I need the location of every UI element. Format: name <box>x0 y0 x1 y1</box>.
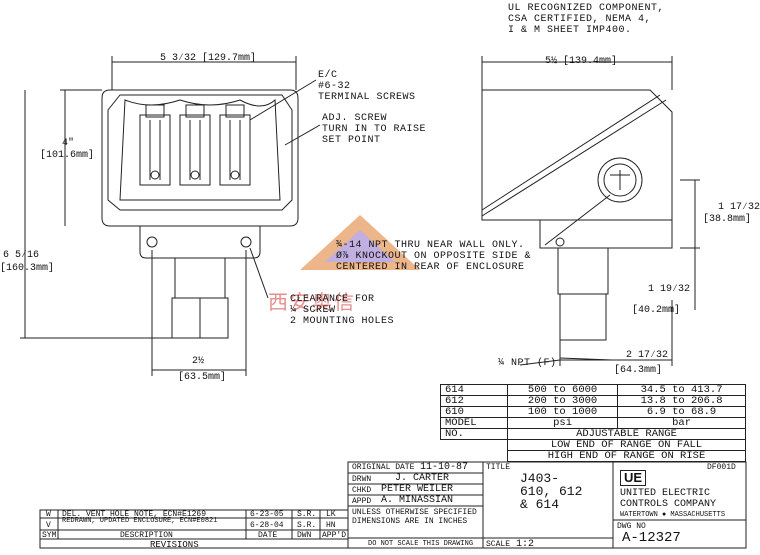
dim-hole-spacing: 2½ <box>192 356 205 367</box>
range-row: 614 500 to 6000 34.5 to 413.7 <box>440 384 746 396</box>
clearance-note-line: 2 MOUNTING HOLES <box>290 316 395 327</box>
adj-note-line: SET POINT <box>322 135 381 146</box>
ul-note: UL RECOGNIZED COMPONENT, CSA CERTIFIED, … <box>508 3 664 36</box>
npt-note: ¾-14 NPT THRU NEAR WALL ONLY. Ø⅞ KNOCKOU… <box>336 240 531 273</box>
clearance-note-line: CLEARANCE FOR <box>290 294 375 305</box>
terminal-note-line: #6-32 <box>318 81 351 92</box>
df-code: DF001D <box>707 463 736 472</box>
chkd-name: PETER WEILER <box>381 484 454 495</box>
npt-f-note: ¼ NPT (F) <box>498 358 557 369</box>
unless-note: UNLESS OTHERWISE SPECIFIED DIMENSIONS AR… <box>352 508 477 526</box>
rev-desc: DEL. VENT HOLE NOTE, ECN#E1269 <box>62 510 207 519</box>
company-line: CONTROLS COMPANY <box>620 499 717 510</box>
conduit-knockout <box>597 157 643 203</box>
rev-dwn: S.R. <box>297 521 317 530</box>
dim-side-h2-mm: [40.2mm] <box>632 305 681 316</box>
range-table: 614 500 to 6000 34.5 to 413.7 612 200 to… <box>440 384 746 462</box>
rev-sym: V <box>46 521 51 530</box>
no-scale-note: DO NOT SCALE THIS DRAWING <box>368 540 474 548</box>
ue-logo: UE <box>620 470 647 486</box>
watermark-text: 西安奥信 <box>268 290 356 314</box>
range-rise-label: HIGH END OF RANGE ON RISE <box>507 450 746 462</box>
appd-label: APPD <box>352 497 372 506</box>
watermark-logo <box>300 215 420 270</box>
company-city: WATERTOWN ● MASSACHUSETTS <box>620 511 726 519</box>
dim-side-h2: 1 19⁄32 <box>648 284 691 295</box>
chkd-label: CHKD <box>352 486 372 495</box>
rev-sym: W <box>46 510 51 519</box>
dim-side-w2-mm: [64.3mm] <box>614 365 663 376</box>
dim-hole-spacing-mm: [63.5mm] <box>178 372 227 383</box>
dwg-no-label: DWG NO <box>617 522 646 531</box>
dim-total-height-mm: [160.3mm] <box>0 263 55 274</box>
dim-side-h1-mm: [38.8mm] <box>703 214 752 225</box>
ul-note-line: CSA CERTIFIED, NEMA 4, <box>508 14 652 25</box>
dim-side-h1: 1 17⁄32 <box>718 202 760 213</box>
scale-label: SCALE <box>486 540 511 549</box>
unless-line: UNLESS OTHERWISE SPECIFIED <box>352 508 477 517</box>
terminal-note-line: TERMINAL SCREWS <box>318 92 416 103</box>
dim-front-height: 4" <box>62 138 75 149</box>
adj-screw-note: ADJ. SCREW TURN IN TO RAISE SET POINT <box>322 113 426 146</box>
npt-note-line: ¾-14 NPT THRU NEAR WALL ONLY. <box>336 240 525 251</box>
rev-dwn: S.R. <box>297 510 317 519</box>
revisions-title: REVISIONS <box>150 540 199 550</box>
dim-front-height-mm: [101.6mm] <box>40 150 95 161</box>
clearance-note: CLEARANCE FOR ¼ SCREW 2 MOUNTING HOLES <box>290 294 394 327</box>
rev-header-sym: SYM <box>42 531 57 540</box>
rev-desc: REDRAWN, UPDATED ENCLOSURE, ECN#E0821 <box>62 517 218 525</box>
ul-note-line: UL RECOGNIZED COMPONENT, <box>508 3 665 14</box>
rev-header-dwn: DWN <box>297 531 312 540</box>
clearance-note-line: ¼ SCREW <box>290 305 336 316</box>
range-row: 612 200 to 3000 13.8 to 206.8 <box>440 395 746 407</box>
rev-appd: HN <box>326 521 336 530</box>
dim-side-w2: 2 17⁄32 <box>626 350 669 361</box>
npt-note-line: CENTERED IN REAR OF ENCLOSURE <box>336 262 525 273</box>
title-label: TITLE <box>486 463 511 472</box>
drawing-title: J403- 610, 612 & 614 <box>520 472 582 511</box>
adj-note-line: TURN IN TO RAISE <box>322 124 427 135</box>
rev-appd: LK <box>326 510 336 519</box>
terminal-block-3 <box>219 104 251 186</box>
range-no-row: NO. ADJUSTABLE RANGE <box>440 428 746 440</box>
mounting-hole-left <box>146 236 158 248</box>
rev-header-desc: DESCRIPTION <box>120 531 173 540</box>
rev-date: 6-23-05 <box>250 510 284 519</box>
appd-name: A. MINASSIAN <box>381 495 454 506</box>
dim-side-width: 5½ [139.4mm] <box>545 56 618 67</box>
rev-header-date: DATE <box>258 531 278 540</box>
ul-note-line: I & M SHEET IMP400. <box>508 25 632 36</box>
dwg-no: A-12327 <box>622 530 681 546</box>
rev-header-appd: APP'D <box>322 531 347 540</box>
dim-front-width: 5 3⁄32 [129.7mm] <box>160 53 257 64</box>
company-line: UNITED ELECTRIC <box>620 488 711 499</box>
original-date: 11-10-87 <box>420 462 469 473</box>
unless-line: DIMENSIONS ARE IN INCHES <box>352 517 468 526</box>
terminal-note-line: E/C <box>318 70 338 81</box>
rev-date: 6-28-04 <box>250 521 284 530</box>
title-line: J403- <box>520 471 560 486</box>
adj-note-line: ADJ. SCREW <box>322 113 388 124</box>
scale-value: 1:2 <box>516 539 535 550</box>
dim-total-height: 6 5⁄16 <box>3 250 40 261</box>
drwn-name: J. CARTER <box>395 473 450 484</box>
terminal-block-2 <box>179 104 211 186</box>
mounting-hole-right <box>240 236 252 248</box>
title-line: 610, 612 <box>520 484 583 499</box>
company-name: UNITED ELECTRIC CONTROLS COMPANY <box>620 488 716 510</box>
npt-note-line: Ø⅞ KNOCKOUT ON OPPOSITE SIDE & <box>336 251 532 262</box>
title-line: & 614 <box>520 497 560 512</box>
side-enclosure <box>481 89 673 221</box>
terminal-note: E/C #6-32 TERMINAL SCREWS <box>318 70 416 103</box>
terminal-block-1 <box>139 104 171 186</box>
range-rise-row: HIGH END OF RANGE ON RISE <box>441 450 746 462</box>
original-date-label: ORIGINAL DATE <box>352 463 415 472</box>
drwn-label: DRWN <box>352 475 372 484</box>
front-enclosure <box>101 89 299 227</box>
